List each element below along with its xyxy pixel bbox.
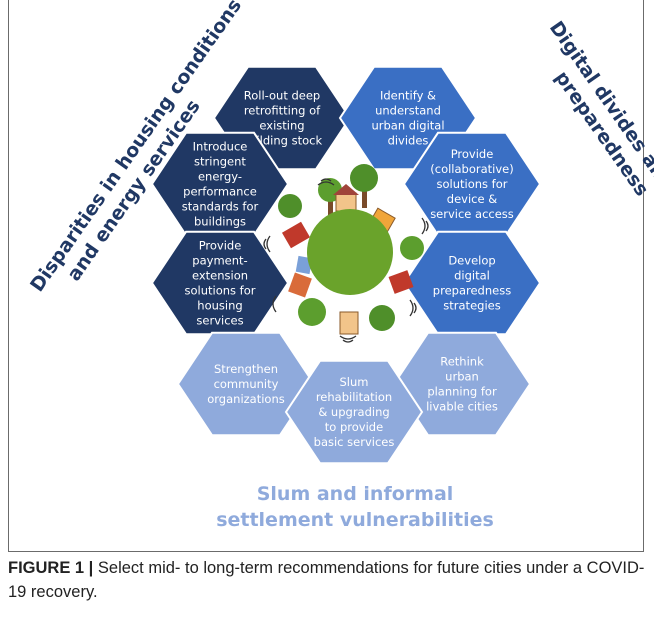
hexagon-label-line: Slum [340,375,369,389]
hexagon-label-line: & upgrading [318,405,389,419]
hexagon-label-line: energy- [198,170,242,184]
hexagon-label-line: planning for [427,385,497,399]
hexagon-label-line: payment- [192,254,247,268]
tree-icon [278,194,302,218]
house-icon [288,272,312,298]
hexagon-label-line: solutions for [437,177,508,191]
hexagon-label-line: strategies [443,299,500,313]
hexagon-label-line: buildings [194,215,246,229]
hexagon-label-line: extension [192,269,248,283]
recommendation-hexagon: Provide(collaborative)solutions fordevic… [402,131,542,237]
hexagon-label-line: Strengthen [214,362,278,376]
hexagon-label-line: services [196,314,243,328]
hexagon-label-line: existing [259,119,304,133]
hexagon-label-line: divides [388,134,429,148]
tree-icon [369,305,395,331]
globe-icon [307,209,393,295]
hexagon-label-line: solutions for [185,284,256,298]
tree-icon [400,236,424,260]
hexagon-label-line: urban [445,370,479,384]
section-title-line: Slum and informal [257,483,454,505]
hexagon-label-line: Rethink [440,355,484,369]
tree-icon [350,164,378,208]
caption-label: FIGURE 1 | [8,559,94,577]
hexagon-label-line: Provide [199,239,242,253]
section-title-digital: Digital divides and digital preparedness [545,17,654,256]
hexagon-label-line: Provide [451,147,494,161]
hexagon-label-line: urban digital [371,119,444,133]
hexagon-label-line: digital [454,269,490,283]
house-icon [388,270,414,294]
hexagon-label-line: Introduce [193,140,248,154]
hexagon-shape [176,331,316,437]
hexagon-shape [284,359,424,465]
hexagon-label-line: basic services [314,435,395,449]
house-icon [281,221,311,249]
hexagon-label-line: Roll-out deep [244,89,321,103]
house-icon [339,311,359,335]
hexagon-label-line: preparedness [433,284,511,298]
wifi-signal-icon [263,178,429,343]
hexagon-label-line: standards for [182,200,259,214]
section-title-slum: Slum and informal settlement vulnerabili… [216,483,494,531]
hexagon-label-line: housing [197,299,242,313]
hexagon-label-line: performance [183,185,257,199]
caption-text: Select mid- to long-term recommendations… [8,559,645,601]
hexagon-label-line: service access [430,207,514,221]
hexagon-label-line: to provide [325,420,383,434]
hexagon-label-line: livable cities [426,400,498,414]
hexagon-label-line: Develop [448,254,495,268]
hexagon-label-line: organizations [207,392,285,406]
recommendation-hexagon: Introducestringentenergy-performancestan… [150,131,290,237]
hexagon-label-line: community [214,377,279,391]
hexagon-label-line: (collaborative) [430,162,513,176]
figure-frame [8,0,644,552]
hexagon-label-line: understand [375,104,441,118]
hexagon-label-line: stringent [194,155,246,169]
figure-caption: FIGURE 1 | Select mid- to long-term reco… [8,556,648,604]
globe-illustration [263,164,429,343]
hexagon-label-line: rehabilitation [316,390,392,404]
hexagon-label-line: retrofitting of [244,104,321,118]
section-title-line: settlement vulnerabilities [216,509,494,531]
hexagon-label-line: Identify & [380,89,436,103]
hexagon-label-line: device & [447,192,497,206]
tree-icon [298,298,326,326]
